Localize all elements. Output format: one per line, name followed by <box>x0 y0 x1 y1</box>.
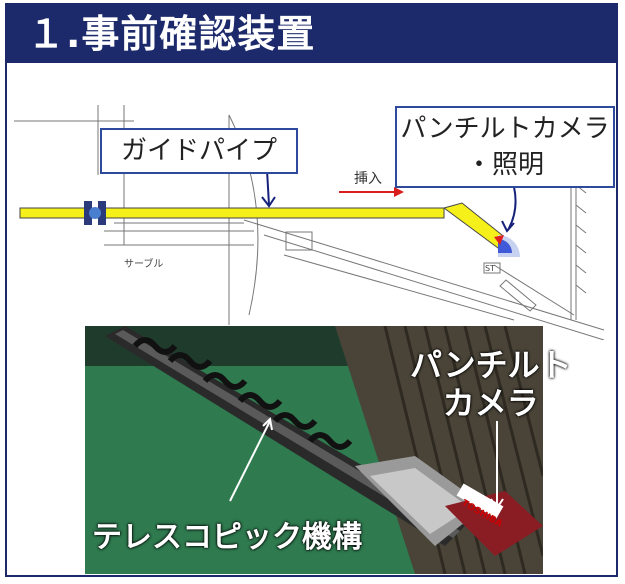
coiled-cable <box>132 337 353 450</box>
drawing-label-c: ST <box>485 264 495 273</box>
title-bar: １.事前確認装置 <box>7 5 616 63</box>
photo-arrows <box>229 416 504 510</box>
camera-callout-line2: ・照明 <box>465 150 544 180</box>
photo-camera-label: パンチルト カメラ <box>410 346 572 422</box>
callout-arrows <box>261 169 517 233</box>
camera-head <box>494 235 520 257</box>
telescopic-label: テレスコピック機構 <box>92 520 362 555</box>
device-photo: TOSHIBA <box>85 326 543 574</box>
photo-camera-label-line2: カメラ <box>442 384 539 422</box>
guide-pipe-callout: ガイドパイプ <box>100 128 298 174</box>
guide-pipe <box>19 201 508 249</box>
device-diagram: メータ サーブル ST 挿入 <box>14 105 605 340</box>
photo-camera-label-line1: パンチルト <box>410 346 572 384</box>
camera-callout: パンチルトカメラ ・照明 <box>395 106 615 188</box>
insert-label: 挿入 <box>354 171 382 187</box>
camera-callout-line1: パンチルトカメラ <box>400 114 610 144</box>
page-title: １.事前確認装置 <box>27 12 316 56</box>
guide-pipe-callout-text: ガイドパイプ <box>120 136 277 166</box>
insert-direction-arrow <box>339 187 404 197</box>
drawing-lines <box>14 105 605 340</box>
camera-body <box>355 456 543 556</box>
drawing-label-b: サーブル <box>124 257 163 270</box>
